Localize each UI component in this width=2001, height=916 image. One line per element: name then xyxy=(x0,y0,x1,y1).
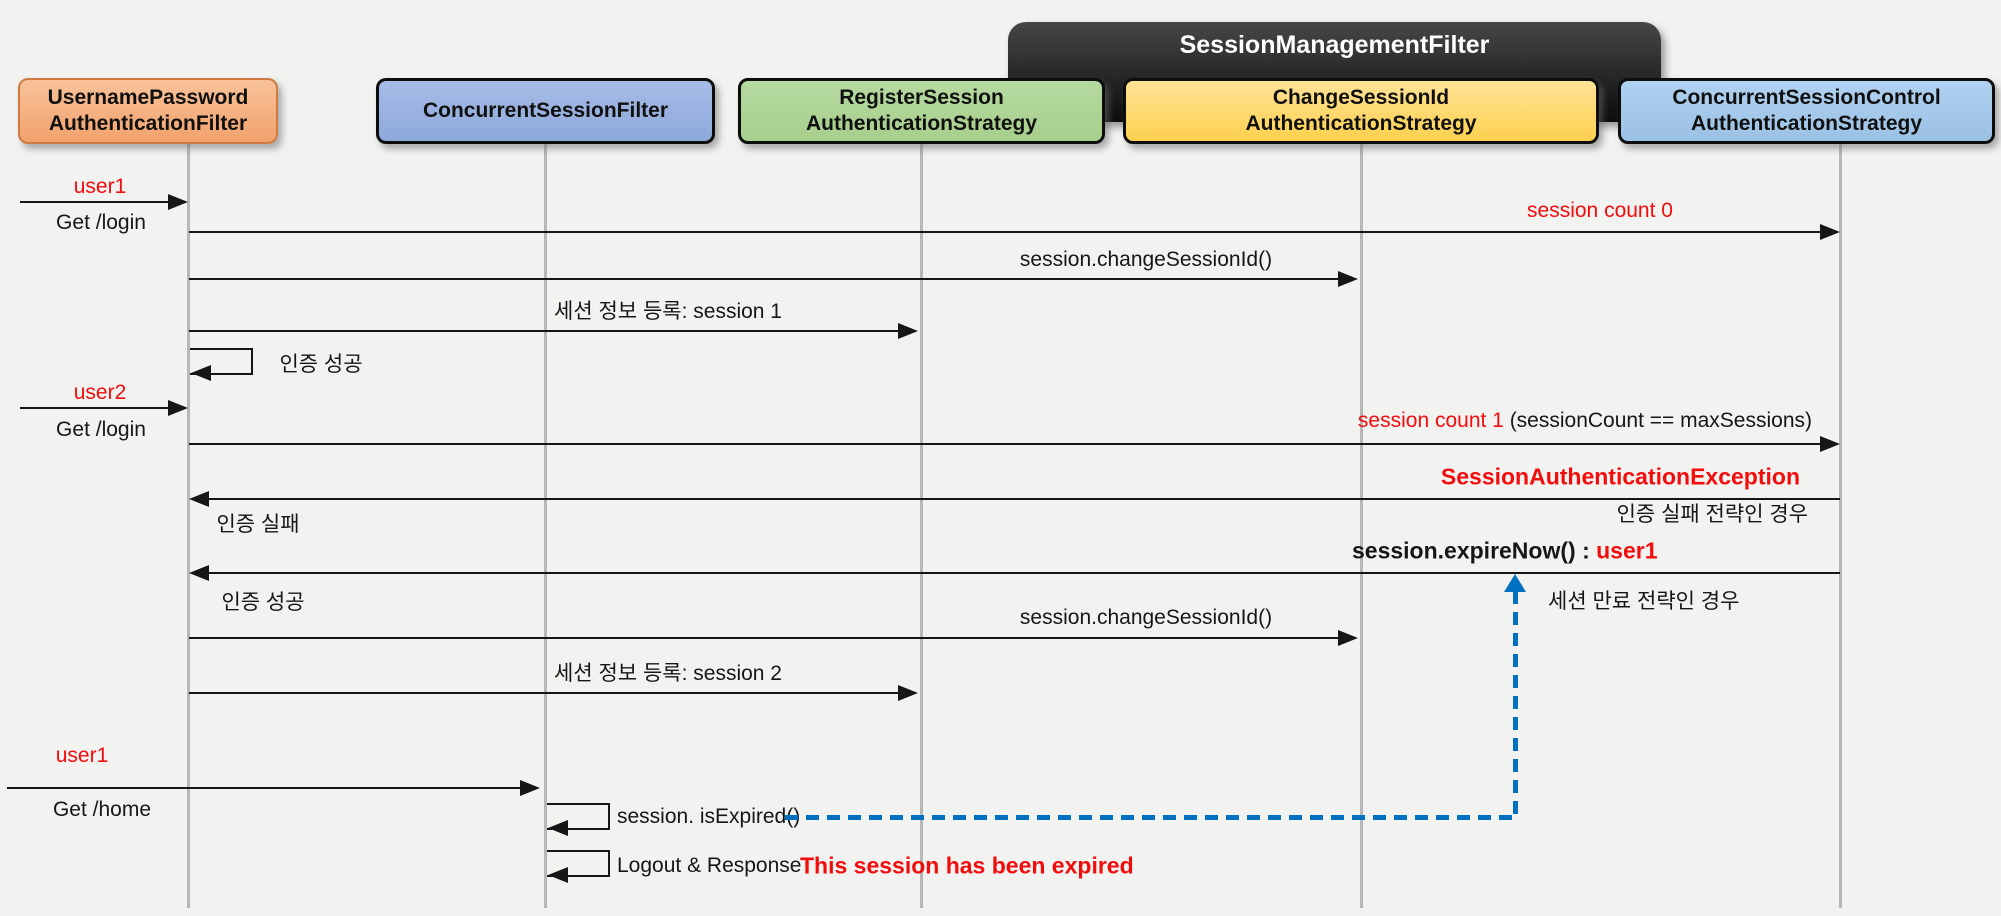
label-user2-request: user2 xyxy=(73,381,127,404)
participant-label: AuthenticationStrategy xyxy=(1245,112,1477,135)
lifeline-register-session-authentication-strategy xyxy=(920,144,923,908)
label-session-count-0: session count 0 xyxy=(1527,199,1673,222)
arrowhead-user1-request-1 xyxy=(168,194,188,210)
arrowhead-login-2 xyxy=(1820,436,1840,452)
arrow-get-home xyxy=(7,787,520,789)
arrowhead-success-return xyxy=(189,565,209,581)
self-call-is-expired xyxy=(547,803,610,830)
participant-concurrent-session-control-authentication-strategy: ConcurrentSessionControl AuthenticationS… xyxy=(1618,78,1995,144)
arrowhead-logout xyxy=(548,867,568,883)
arrow-register-session-2 xyxy=(189,692,898,694)
label-get-home: Get /home xyxy=(52,798,152,821)
participant-label: AuthenticationStrategy xyxy=(1690,112,1923,135)
label-user1-request-1: user1 xyxy=(73,175,127,198)
arrowhead-auth-success xyxy=(191,365,211,381)
arrowhead-register-session-2 xyxy=(898,685,918,701)
participant-label: RegisterSession xyxy=(839,86,1004,110)
self-call-auth-success xyxy=(190,348,253,375)
dashed-connector-horizontal xyxy=(785,815,1516,820)
label-auth-success-1: 인증 성공 xyxy=(279,353,363,376)
label-expire-now: session.expireNow() : user1 xyxy=(1352,538,1658,565)
label-register-session-1: 세션 정보 등록: session 1 xyxy=(554,300,782,323)
lifeline-change-session-id-authentication-strategy xyxy=(1360,144,1363,908)
arrowhead-user2-request xyxy=(168,400,188,416)
label-session-expire-strategy-case: 세션 만료 전략인 경우 xyxy=(1548,590,1740,613)
participant-label: AuthenticationFilter xyxy=(48,112,248,135)
arrowhead-get-home xyxy=(520,780,540,796)
arrow-change-session-id-2 xyxy=(189,637,1338,639)
dashed-connector-arrowhead-up xyxy=(1504,574,1526,592)
label-user1-request-2: user1 xyxy=(55,744,109,767)
label-is-expired: session. isExpired() xyxy=(617,805,801,828)
arrow-exception-return xyxy=(209,498,1840,500)
label-auth-fail: 인증 실패 xyxy=(216,513,300,536)
participant-label: ConcurrentSessionControl xyxy=(1672,86,1941,110)
arrowhead-login-1 xyxy=(1820,224,1840,240)
arrow-success-return xyxy=(209,572,1840,574)
label-session-authentication-exception: SessionAuthenticationException xyxy=(1440,463,1800,490)
label-logout-response: Logout & Response xyxy=(617,854,802,877)
participant-change-session-id-authentication-strategy: ChangeSessionId AuthenticationStrategy xyxy=(1123,78,1599,144)
arrow-user2-request xyxy=(20,407,168,409)
label-change-session-id-2: session.changeSessionId() xyxy=(1019,606,1273,629)
participant-register-session-authentication-strategy: RegisterSession AuthenticationStrategy xyxy=(738,78,1105,144)
group-box-title: SessionManagementFilter xyxy=(1179,31,1490,59)
arrow-login-2 xyxy=(189,443,1820,445)
arrow-user1-request-1 xyxy=(20,201,168,203)
label-register-session-2: 세션 정보 등록: session 2 xyxy=(554,662,782,685)
arrowhead-exception-return xyxy=(189,491,209,507)
participant-label: UsernamePassword xyxy=(47,86,249,110)
arrow-register-session-1 xyxy=(189,330,898,332)
arrow-login-1 xyxy=(189,231,1820,233)
label-session-count-1: session count 1 (sessionCount == maxSess… xyxy=(1358,409,1812,433)
label-change-session-id-1: session.changeSessionId() xyxy=(1019,248,1273,271)
arrowhead-is-expired xyxy=(548,820,568,836)
label-max-sessions: (sessionCount == maxSessions) xyxy=(1509,409,1812,432)
lifeline-concurrent-session-filter xyxy=(544,144,547,908)
lifeline-username-password-authentication-filter xyxy=(187,144,190,908)
arrow-change-session-id-1 xyxy=(189,278,1338,280)
arrowhead-change-session-id-1 xyxy=(1338,271,1358,287)
label-get-login-2: Get /login xyxy=(56,418,146,441)
label-auth-success-2: 인증 성공 xyxy=(221,591,305,614)
arrowhead-register-session-1 xyxy=(898,323,918,339)
participant-label: AuthenticationStrategy xyxy=(805,112,1038,135)
self-call-logout xyxy=(547,850,610,877)
label-expire-now-call: session.expireNow() : xyxy=(1352,537,1597,564)
participant-username-password-authentication-filter: UsernamePassword AuthenticationFilter xyxy=(18,78,278,144)
label-auth-fail-strategy-case: 인증 실패 전략인 경우 xyxy=(1616,503,1808,526)
participant-label: ConcurrentSessionFilter xyxy=(422,99,669,123)
dashed-connector-vertical xyxy=(1513,591,1518,817)
participant-label: ChangeSessionId xyxy=(1272,86,1450,110)
label-session-expired-message: This session has been expired xyxy=(800,852,1134,879)
label-expire-now-user: user1 xyxy=(1596,537,1658,564)
label-session-count-1-red: session count 1 xyxy=(1357,409,1510,432)
label-get-login-1: Get /login xyxy=(56,211,146,234)
arrowhead-change-session-id-2 xyxy=(1338,630,1358,646)
participant-concurrent-session-filter: ConcurrentSessionFilter xyxy=(376,78,715,144)
lifeline-concurrent-session-control-authentication-strategy xyxy=(1839,144,1842,908)
